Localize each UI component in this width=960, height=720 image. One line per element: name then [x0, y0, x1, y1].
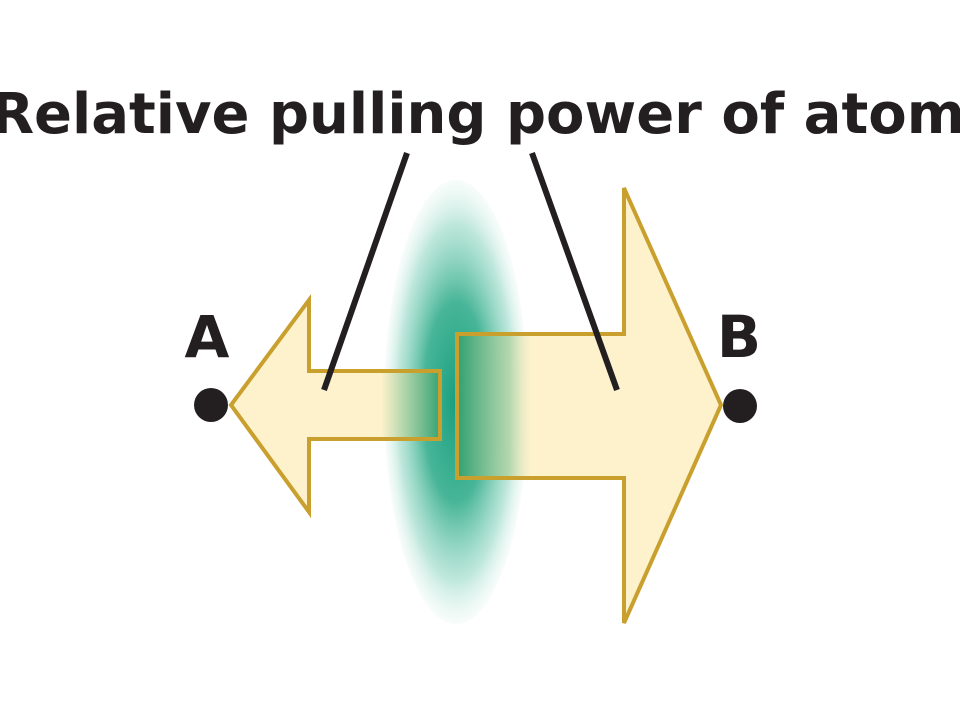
arrow-a-shaft-overlap	[381, 373, 438, 437]
atom-a-dot	[194, 388, 228, 422]
arrow-toward-a	[228, 293, 442, 519]
diagram-title: Relative pulling power of atom	[0, 82, 960, 147]
leader-line-b	[529, 151, 620, 392]
leader-line-a	[321, 152, 410, 391]
atom-b-dot	[723, 389, 757, 423]
arrow-b-shaft-overlap	[459, 336, 531, 476]
atom-b-label: B	[717, 303, 761, 371]
atom-a-label: A	[185, 303, 230, 371]
arrow-toward-b	[455, 187, 724, 624]
